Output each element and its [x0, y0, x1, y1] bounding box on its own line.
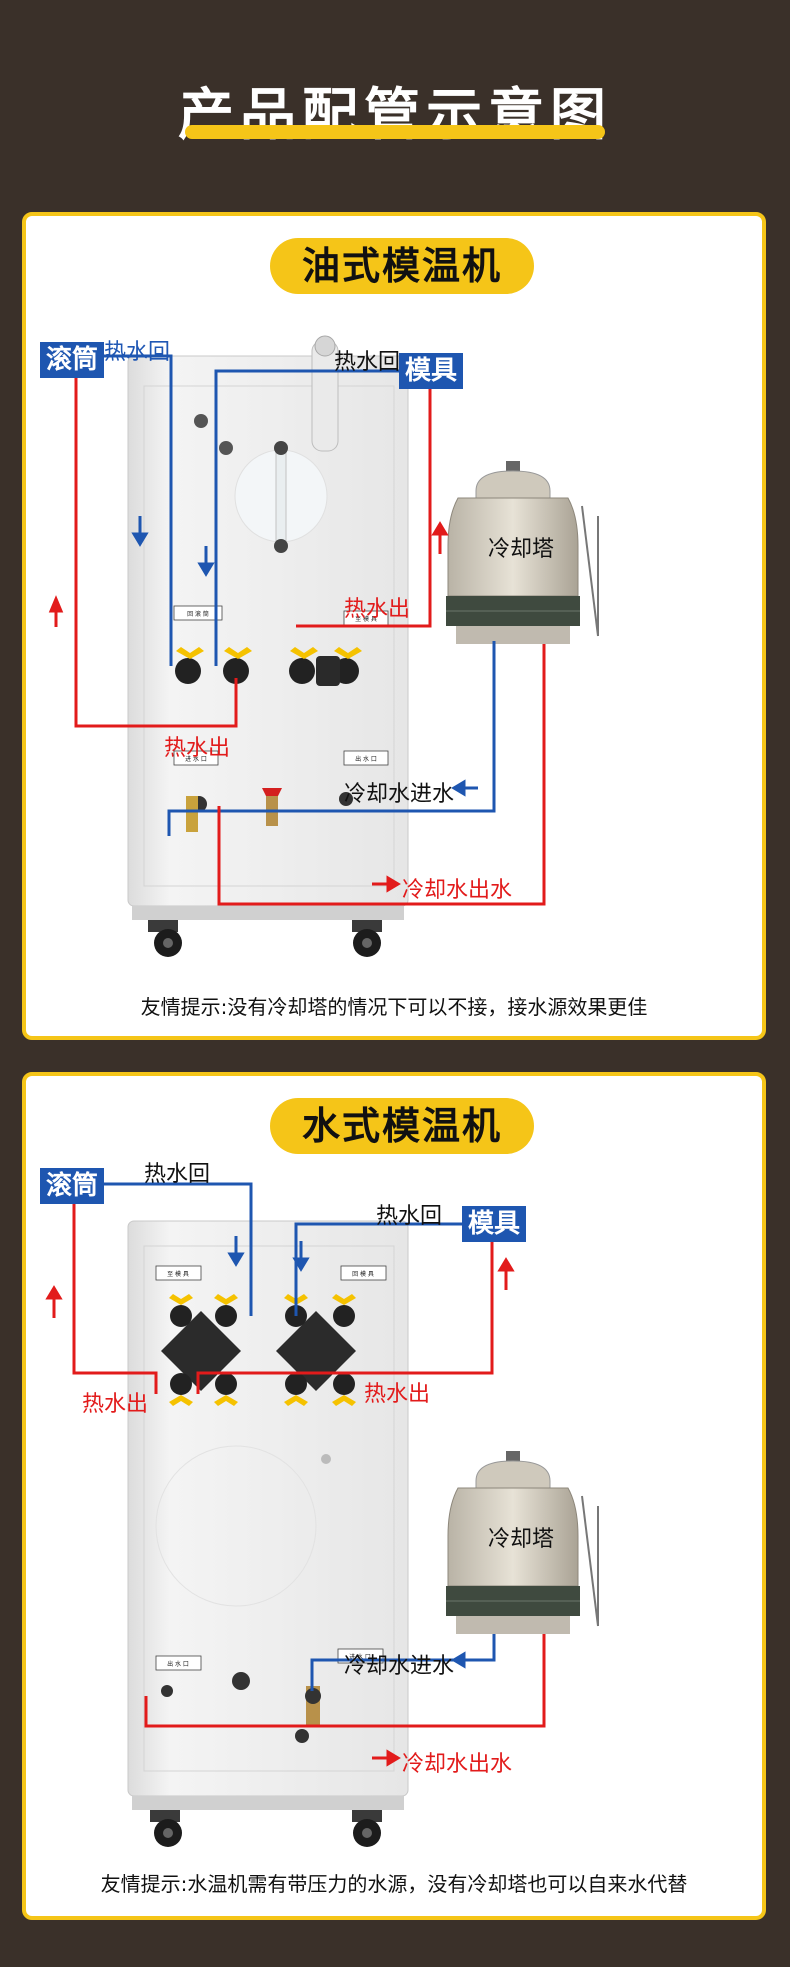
water-blue-pipes: [104, 1182, 496, 1691]
water-machine: 至 模 具 回 模 具 出 水 口 进 水 口: [127, 1220, 409, 1847]
oil-valves: [175, 414, 362, 832]
oil-hot-return-left: 热水回: [104, 340, 171, 365]
oil-hot-out-right: 热水出: [344, 597, 411, 622]
water-red-pipes: [72, 1188, 546, 1728]
water-tip: 友情提示:水温机需有带压力的水源，没有冷却塔也可以自来水代替: [100, 1872, 688, 1896]
water-plate-outlet: 出 水 口: [167, 1660, 189, 1668]
water-mold-box: 模具: [462, 1206, 527, 1242]
oil-plate-mold: 至 模 具: [355, 615, 377, 623]
oil-roller-box: 滚筒: [40, 342, 105, 378]
water-plate-to-mold: 至 模 具: [167, 1270, 189, 1278]
oil-machine: 回 滚 筒 至 模 具 进 水 口 出 水 口: [127, 335, 409, 957]
water-cooling-tower-shape: [446, 1451, 599, 1634]
oil-cooling-in: 冷却水进水: [344, 782, 455, 807]
oil-cooling-out: 冷却水出水: [402, 878, 513, 903]
oil-red-pipes: [74, 366, 546, 906]
water-hot-out-left: 热水出: [82, 1392, 149, 1417]
oil-cooling-tower-label: 冷却塔: [488, 537, 555, 562]
water-diagram: 至 模 具 回 模 具 出 水 口 进 水 口: [45, 1182, 599, 1847]
oil-plate-inlet: 进 水 口: [185, 755, 207, 763]
water-hot-out-right: 热水出: [364, 1382, 431, 1407]
oil-hot-out-left: 热水出: [164, 736, 231, 761]
water-hot-return-left: 热水回: [144, 1162, 211, 1187]
water-cooling-in: 冷却水进水: [344, 1654, 455, 1679]
water-roller-box: 滚筒: [40, 1168, 105, 1204]
oil-panel-title: 油式模温机: [270, 238, 534, 294]
oil-plate-outlet: 出 水 口: [355, 755, 377, 763]
water-panel: 至 模 具 回 模 具 出 水 口 进 水 口: [22, 1072, 766, 1920]
oil-hot-return-right: 热水回: [334, 350, 401, 375]
water-cooling-tower-label: 冷却塔: [488, 1527, 555, 1552]
water-cooling-out: 冷却水出水: [402, 1752, 513, 1777]
water-plate-inlet: 进 水 口: [349, 1653, 371, 1661]
water-plate-return-mold: 回 模 具: [352, 1270, 374, 1278]
title-underline: [185, 125, 605, 139]
oil-diagram: 回 滚 筒 至 模 具 进 水 口 出 水 口: [48, 335, 599, 957]
water-hot-return-right: 热水回: [376, 1204, 443, 1229]
water-manifolds: [161, 1294, 356, 1743]
oil-plate-roller: 回 滚 筒: [187, 610, 209, 618]
oil-arrows: [48, 516, 478, 893]
oil-tip: 友情提示:没有冷却塔的情况下可以不接，接水源效果更佳: [140, 995, 648, 1019]
water-arrows: [45, 1236, 515, 1767]
oil-cooling-tower-shape: [446, 461, 599, 644]
oil-mold-box: 模具: [399, 353, 464, 389]
water-panel-title: 水式模温机: [270, 1098, 534, 1154]
oil-blue-pipes: [104, 354, 496, 836]
oil-panel: 回 滚 筒 至 模 具 进 水 口 出 水 口: [22, 212, 766, 1040]
